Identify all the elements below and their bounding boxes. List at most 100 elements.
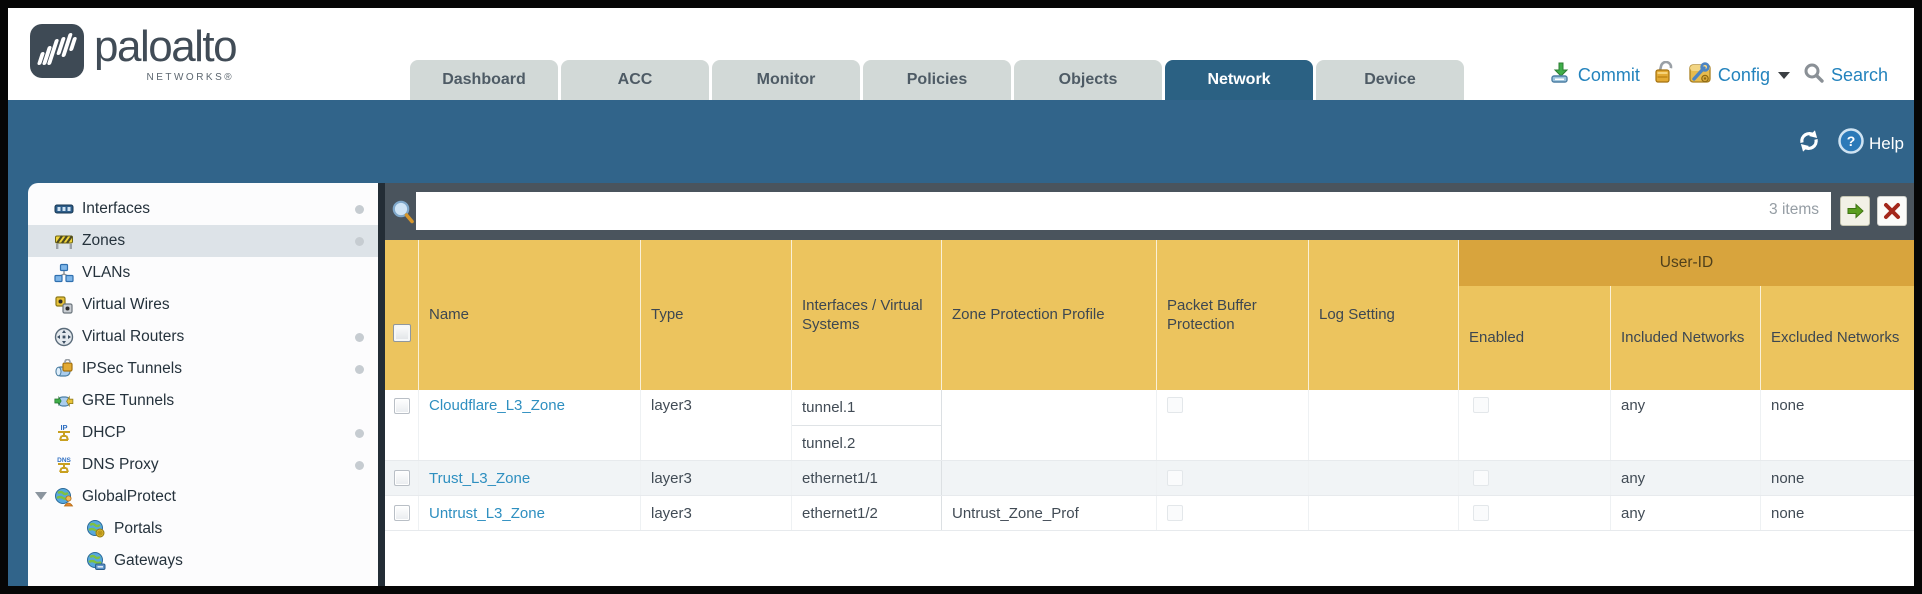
user-id-enabled-checkbox[interactable] bbox=[1473, 397, 1489, 413]
status-dot bbox=[355, 461, 364, 470]
interfaces-icon bbox=[54, 199, 74, 219]
zone-name-link[interactable]: Trust_L3_Zone bbox=[429, 469, 531, 487]
config-button[interactable]: Config bbox=[1688, 61, 1790, 90]
packet-buffer-protection-checkbox[interactable] bbox=[1167, 397, 1183, 413]
clear-filter-button[interactable] bbox=[1877, 196, 1907, 226]
sidebar-item-zones[interactable]: Zones bbox=[28, 225, 378, 257]
tab-acc[interactable]: ACC bbox=[561, 60, 709, 100]
column-header-excluded-networks[interactable]: Excluded Networks bbox=[1771, 329, 1900, 347]
sidebar-item-label: IPSec Tunnels bbox=[82, 360, 182, 377]
logo-subtitle: NETWORKS® bbox=[146, 72, 235, 83]
column-header-log-setting[interactable]: Log Setting bbox=[1309, 240, 1459, 390]
sidebar-item-label: GlobalProtect bbox=[82, 488, 176, 505]
tab-objects[interactable]: Objects bbox=[1014, 60, 1162, 100]
sidebar-item-gre-tunnels[interactable]: GRE Tunnels bbox=[28, 385, 378, 417]
sidebar-item-virtual-wires[interactable]: Virtual Wires bbox=[28, 289, 378, 321]
sidebar-item-dhcp[interactable]: IP DHCP bbox=[28, 417, 378, 449]
virtual-wires-icon bbox=[54, 295, 74, 315]
sidebar-item-interfaces[interactable]: Interfaces bbox=[28, 193, 378, 225]
column-header-included-networks[interactable]: Included Networks bbox=[1611, 240, 1761, 390]
filter-bar: 3 items bbox=[385, 183, 1914, 240]
excluded-networks-cell: none bbox=[1771, 397, 1805, 414]
paloalto-logo: paloalto NETWORKS® bbox=[30, 24, 238, 83]
column-header-enabled[interactable]: Enabled bbox=[1459, 240, 1611, 390]
interfaces-cell: ethernet1/1 bbox=[792, 461, 942, 495]
interface-entry: tunnel.2 bbox=[792, 425, 941, 460]
sidebar-item-label: VLANs bbox=[82, 264, 131, 281]
commit-button[interactable]: Commit bbox=[1550, 62, 1640, 89]
user-id-enabled-checkbox[interactable] bbox=[1473, 505, 1489, 521]
tab-network[interactable]: Network bbox=[1165, 60, 1313, 100]
sidebar-item-globalprotect[interactable]: GlobalProtect bbox=[28, 481, 378, 513]
apply-filter-button[interactable] bbox=[1840, 196, 1870, 226]
column-header-packet-buffer-protection[interactable]: Packet Buffer Protection bbox=[1157, 240, 1309, 390]
included-networks-cell: any bbox=[1611, 390, 1761, 460]
page-toolbar: ? Help bbox=[1796, 128, 1904, 159]
column-header-type[interactable]: Type bbox=[641, 240, 792, 390]
arrow-right-icon bbox=[1847, 203, 1864, 219]
row-checkbox[interactable] bbox=[393, 470, 410, 486]
commit-label: Commit bbox=[1577, 64, 1640, 85]
tab-dashboard[interactable]: Dashboard bbox=[410, 60, 558, 100]
sidebar-item-label: Interfaces bbox=[82, 200, 151, 217]
packet-buffer-protection-cell bbox=[1157, 496, 1309, 530]
status-dot bbox=[355, 429, 364, 438]
packet-buffer-protection-cell bbox=[1157, 461, 1309, 495]
sidebar-item-label: Zones bbox=[82, 232, 126, 249]
refresh-icon[interactable] bbox=[1796, 128, 1822, 159]
sidebar-item-portals[interactable]: Portals bbox=[28, 513, 378, 545]
zone-protection-profile-cell bbox=[942, 390, 1157, 460]
packet-buffer-protection-checkbox[interactable] bbox=[1167, 470, 1183, 486]
zone-type-cell: layer3 bbox=[641, 496, 792, 530]
help-button[interactable]: ? Help bbox=[1838, 128, 1904, 159]
svg-text:?: ? bbox=[1847, 133, 1856, 149]
included-networks-cell: any bbox=[1611, 496, 1761, 530]
select-all-checkbox[interactable] bbox=[392, 324, 411, 342]
zone-protection-profile-cell: Untrust_Zone_Prof bbox=[942, 496, 1157, 530]
tab-device[interactable]: Device bbox=[1316, 60, 1464, 100]
row-checkbox-cell bbox=[385, 461, 419, 495]
zone-type-cell: layer3 bbox=[641, 390, 792, 460]
row-checkbox-cell bbox=[385, 390, 419, 460]
globalprotect-icon bbox=[54, 487, 74, 507]
expander-triangle-icon[interactable] bbox=[35, 492, 47, 500]
tab-monitor[interactable]: Monitor bbox=[712, 60, 860, 100]
row-checkbox[interactable] bbox=[393, 505, 410, 521]
zone-protection-profile-cell bbox=[942, 461, 1157, 495]
dns-proxy-icon: DNS bbox=[54, 455, 74, 475]
column-header-name[interactable]: Name bbox=[419, 240, 641, 390]
chevron-down-icon bbox=[1777, 71, 1790, 79]
filter-input[interactable] bbox=[416, 192, 1831, 230]
dhcp-icon: IP bbox=[54, 423, 74, 443]
user-id-enabled-checkbox[interactable] bbox=[1473, 470, 1489, 486]
sidebar-item-label: DHCP bbox=[82, 424, 126, 441]
commit-icon bbox=[1550, 62, 1572, 89]
help-icon: ? bbox=[1838, 128, 1864, 159]
sidebar-item-vlans[interactable]: VLANs bbox=[28, 257, 378, 289]
column-header-interfaces-virtual-systems[interactable]: Interfaces / Virtual Systems bbox=[792, 240, 942, 390]
sidebar-item-ipsec-tunnels[interactable]: IPSec Tunnels bbox=[28, 353, 378, 385]
row-checkbox[interactable] bbox=[393, 398, 410, 414]
column-header-zone-protection-profile[interactable]: Zone Protection Profile bbox=[942, 240, 1157, 390]
sidebar-item-gateways[interactable]: Gateways bbox=[28, 545, 378, 577]
ipsec-tunnels-icon bbox=[54, 359, 74, 379]
zone-name-link[interactable]: Cloudflare_L3_Zone bbox=[429, 397, 565, 414]
sidebar-item-virtual-routers[interactable]: Virtual Routers bbox=[28, 321, 378, 353]
packet-buffer-protection-checkbox[interactable] bbox=[1167, 505, 1183, 521]
lock-icon[interactable] bbox=[1653, 60, 1675, 90]
help-label: Help bbox=[1869, 133, 1904, 153]
column-group-user-id: User-ID bbox=[1459, 240, 1914, 286]
tab-policies[interactable]: Policies bbox=[863, 60, 1011, 100]
config-icon bbox=[1688, 61, 1712, 90]
zone-name-link[interactable]: Untrust_L3_Zone bbox=[429, 504, 545, 522]
log-setting-cell bbox=[1309, 496, 1459, 530]
search-button[interactable]: Search bbox=[1803, 62, 1888, 89]
sidebar-item-label: Virtual Wires bbox=[82, 296, 170, 313]
firewall-web-ui: ? Help paloalto bbox=[8, 8, 1914, 586]
interfaces-cell: ethernet1/2 bbox=[792, 496, 942, 530]
